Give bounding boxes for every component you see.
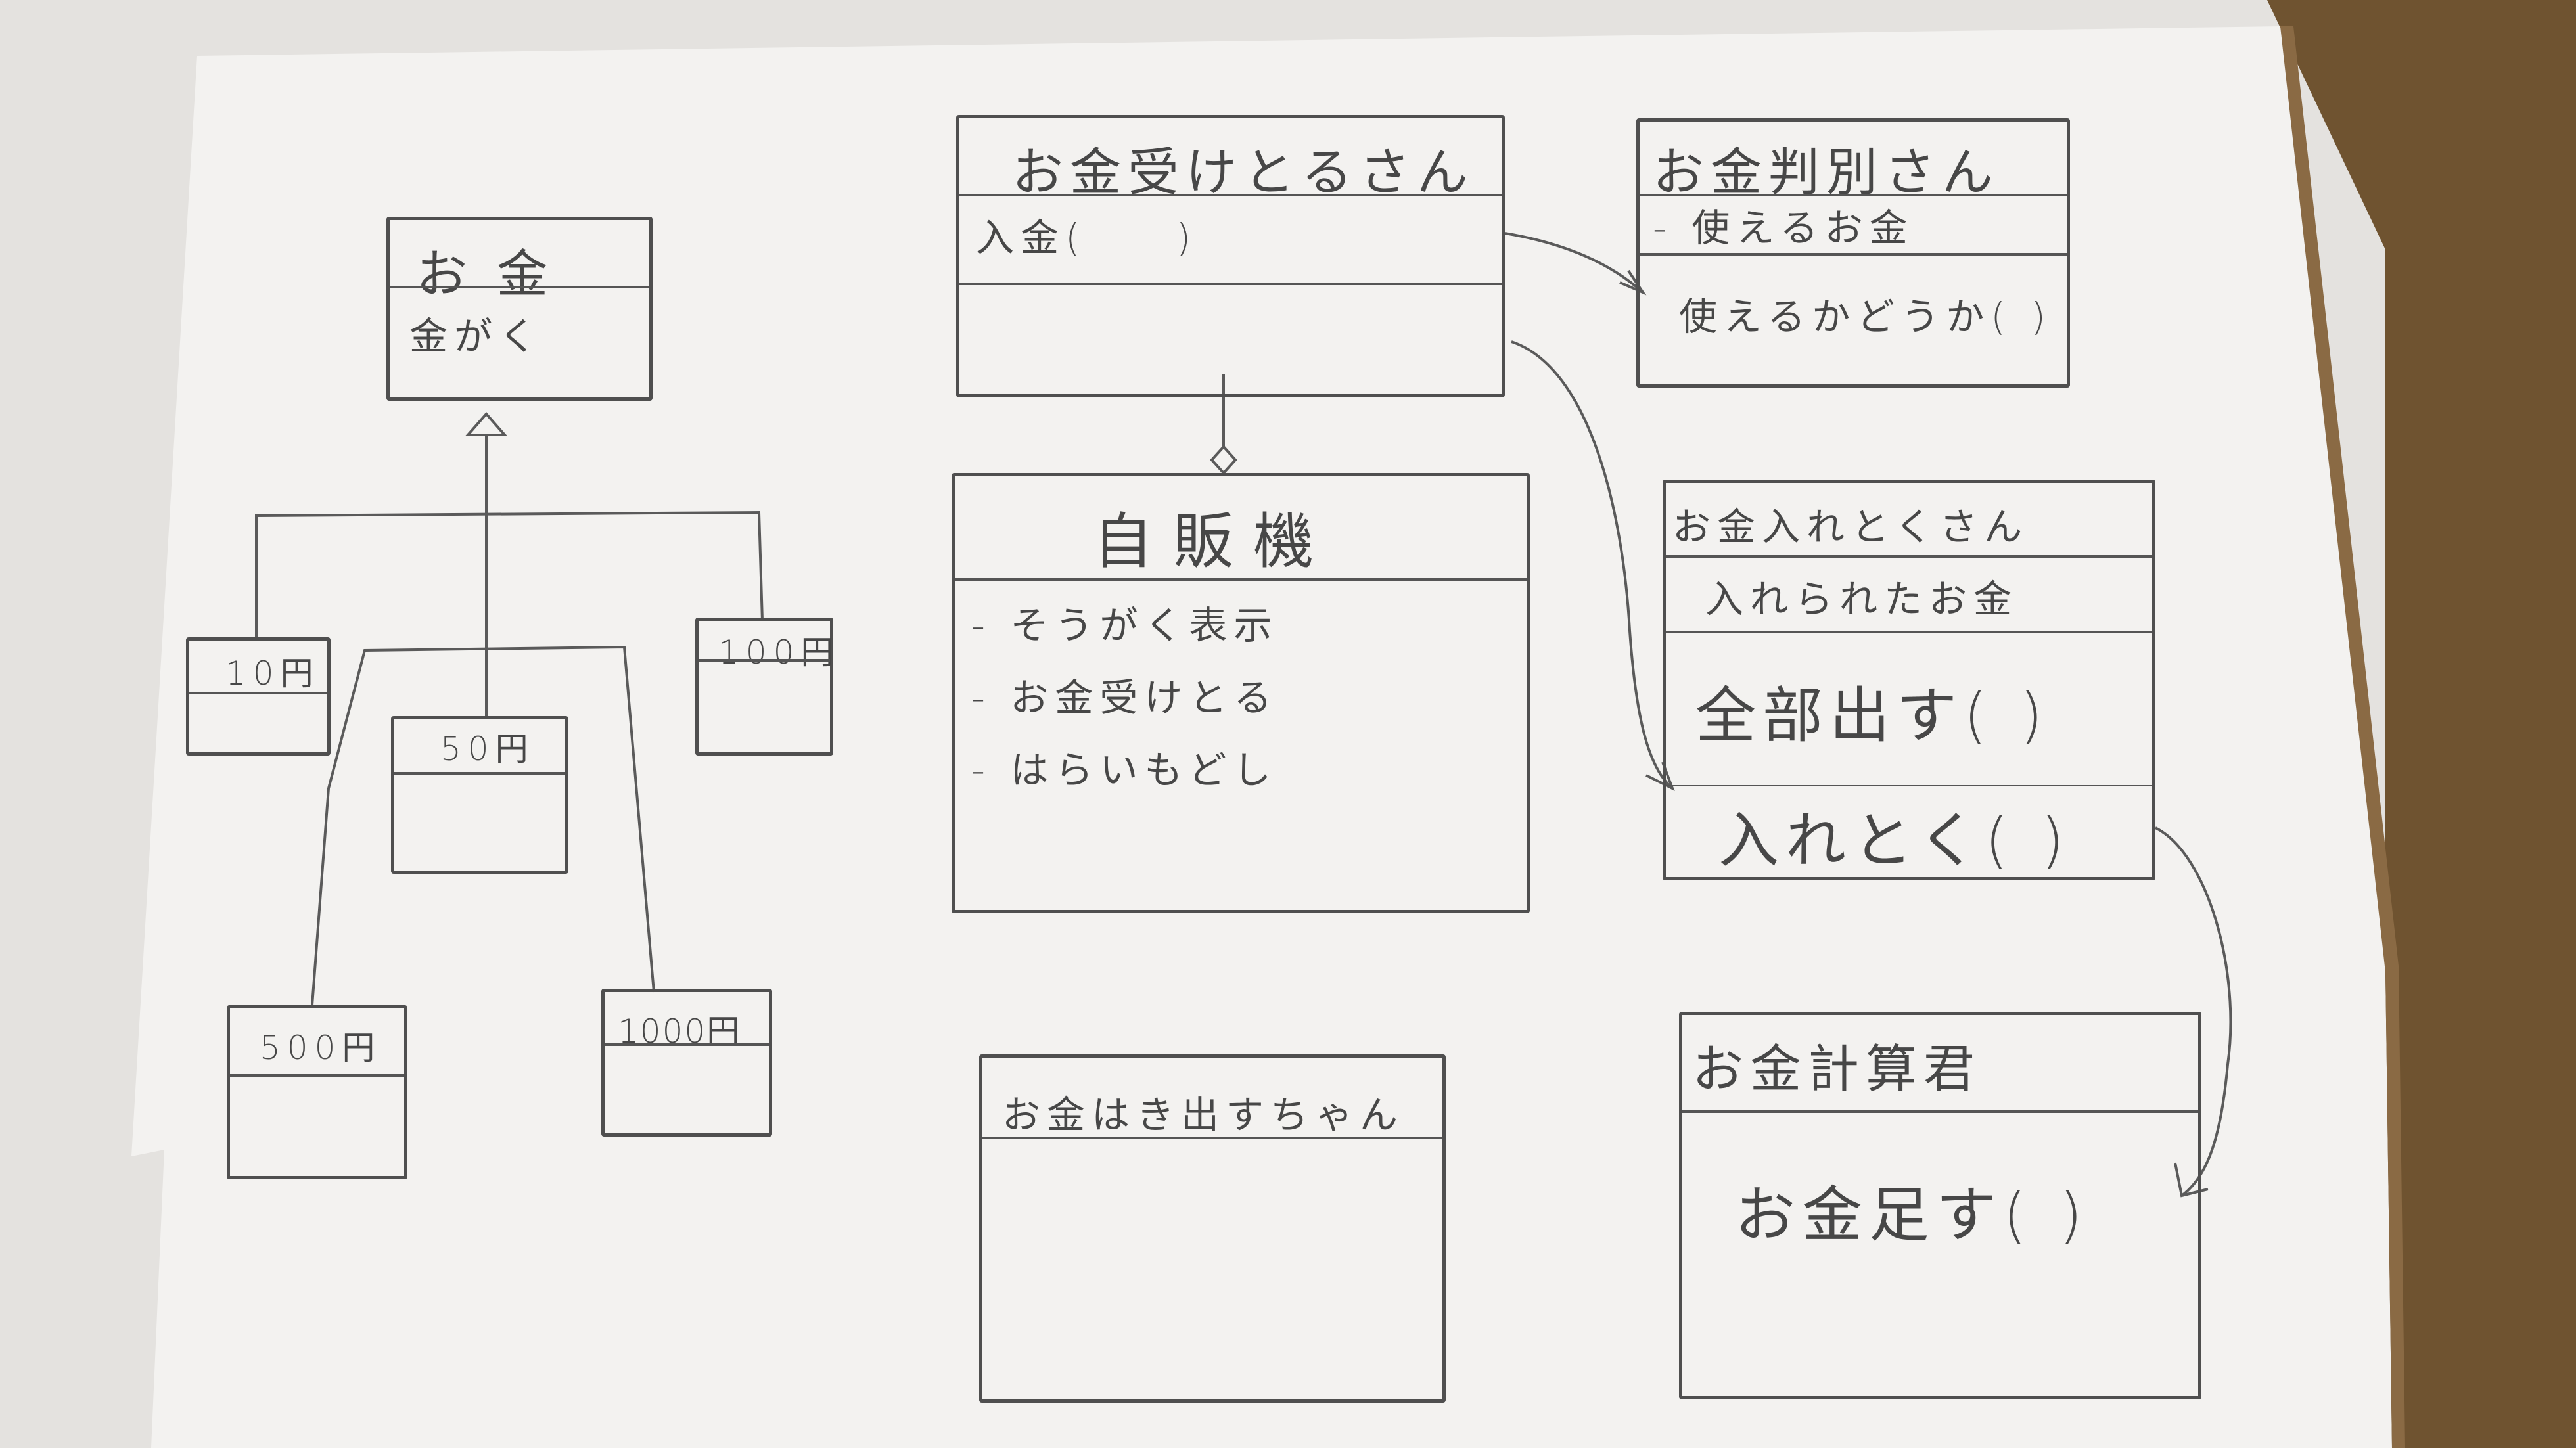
class-calculator: お金計算君 お金足す( )	[1679, 1012, 2201, 1399]
paper-shadow	[2280, 26, 2405, 1448]
inheritance-lines	[255, 411, 764, 1006]
class-100yen: 100円	[695, 618, 833, 756]
class-keeper-divider-3	[1666, 785, 2152, 786]
class-vending-item-2: - お金受けとる	[971, 675, 1279, 720]
class-keeper-method-2: 入れとく( )	[1718, 805, 2071, 876]
class-okane-title: お 金	[416, 245, 555, 304]
class-receiver-divider-2	[959, 283, 1502, 285]
class-judge: お金判別さん - 使えるお金 使えるかどうか( )	[1636, 118, 2070, 388]
class-100yen-title: 100円	[718, 633, 840, 671]
class-500yen-divider	[230, 1074, 404, 1077]
class-receiver: お金受けとるさん 入金( )	[956, 115, 1505, 397]
class-50yen-divider	[394, 772, 565, 775]
class-500yen-title: 500円	[260, 1029, 382, 1067]
class-vending-item-3: - はらいもどし	[971, 748, 1278, 792]
class-1000yen-divider	[605, 1043, 769, 1046]
class-keeper-title: お金入れとくさん	[1672, 505, 2029, 549]
class-receiver-divider-1	[959, 194, 1502, 196]
class-keeper-attribute: 入れられたお金	[1705, 577, 2019, 622]
class-spitter-title: お金はき出すちゃん	[1002, 1093, 1405, 1137]
inherit-branch-500-1000	[311, 645, 655, 1006]
class-1000yen: 1000円	[601, 989, 772, 1137]
class-vending: 自販機 - そうがく表示 - お金受けとる - はらいもどし	[952, 473, 1530, 913]
class-spitter-divider	[982, 1137, 1442, 1139]
class-10yen-title: 10円	[225, 654, 320, 692]
class-okane-divider	[390, 286, 649, 288]
class-vending-divider	[955, 578, 1527, 581]
class-keeper: お金入れとくさん 入れられたお金 全部出す( ) 入れとく( )	[1663, 480, 2155, 880]
inherit-triangle	[465, 411, 508, 436]
class-judge-divider-2	[1640, 253, 2067, 256]
class-receiver-title: お金受けとるさん	[1012, 143, 1475, 202]
class-10yen: 10円	[186, 637, 331, 756]
class-calculator-method: お金足す( )	[1735, 1180, 2090, 1250]
class-50yen-title: 50円	[440, 730, 535, 768]
class-100yen-divider	[699, 659, 830, 662]
class-500yen: 500円	[227, 1005, 407, 1179]
arrow-receiver-to-judge	[1504, 232, 1644, 294]
arrow-receiver-to-judge-head	[1619, 269, 1647, 296]
class-okane: お 金 金がく	[386, 217, 653, 401]
class-vending-item-1: - そうがく表示	[971, 603, 1279, 648]
class-calculator-title: お金計算君	[1692, 1040, 1982, 1099]
class-okane-attribute: 金がく	[409, 314, 544, 359]
class-50yen: 50円	[391, 716, 568, 874]
class-calculator-divider	[1682, 1110, 2198, 1113]
class-keeper-divider-2	[1666, 631, 2152, 633]
arrow-receiver-to-keeper	[1511, 340, 1674, 790]
association-arrows	[1504, 232, 2232, 1198]
class-judge-attribute: - 使えるお金	[1653, 206, 1914, 250]
class-vending-title: 自販機	[1093, 507, 1334, 577]
inherit-branch-10-100	[255, 510, 764, 637]
class-keeper-method-1: 全部出す( )	[1695, 681, 2050, 751]
class-10yen-divider	[189, 692, 327, 694]
class-judge-title: お金判別さん	[1653, 143, 2000, 202]
arrow-receiver-to-keeper-head	[1645, 761, 1675, 792]
class-judge-method: 使えるかどうか( )	[1679, 294, 2052, 339]
class-receiver-method: 入金( )	[976, 215, 1198, 260]
main-paper-sheet	[131, 26, 2392, 1448]
class-judge-divider-1	[1640, 194, 2067, 196]
class-spitter: お金はき出すちゃん	[979, 1054, 1446, 1403]
arrow-keeper-to-calculator	[2155, 826, 2232, 1197]
class-keeper-divider-1	[1666, 555, 2152, 558]
